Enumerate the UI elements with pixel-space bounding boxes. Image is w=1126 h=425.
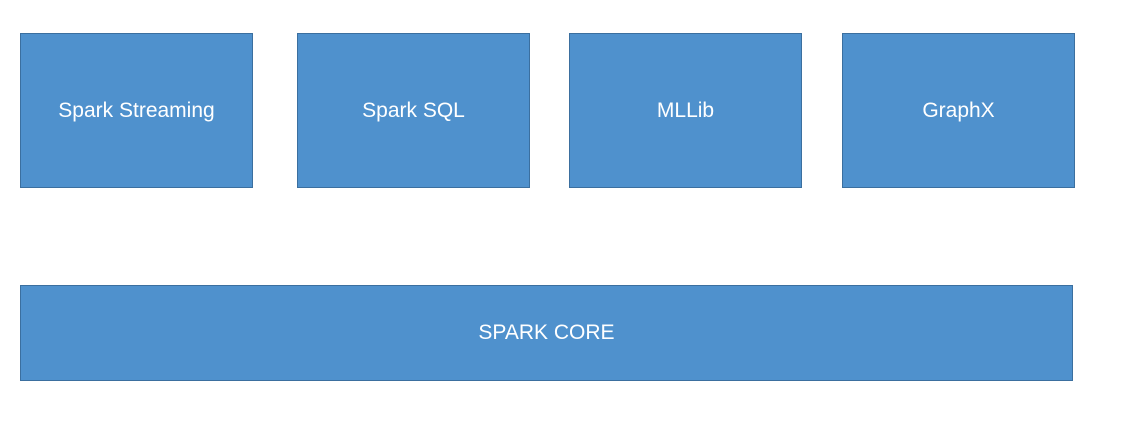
spark-core-box: SPARK CORE xyxy=(20,285,1073,381)
spark-streaming-box: Spark Streaming xyxy=(20,33,253,188)
spark-sql-label: Spark SQL xyxy=(362,98,465,122)
spark-streaming-label: Spark Streaming xyxy=(58,98,215,122)
graphx-label: GraphX xyxy=(922,98,995,122)
mllib-label: MLLib xyxy=(656,98,715,122)
spark-sql-box: Spark SQL xyxy=(297,33,530,188)
spark-core-label: SPARK CORE xyxy=(478,321,615,344)
mllib-box: MLLib xyxy=(569,33,802,188)
graphx-box: GraphX xyxy=(842,33,1075,188)
